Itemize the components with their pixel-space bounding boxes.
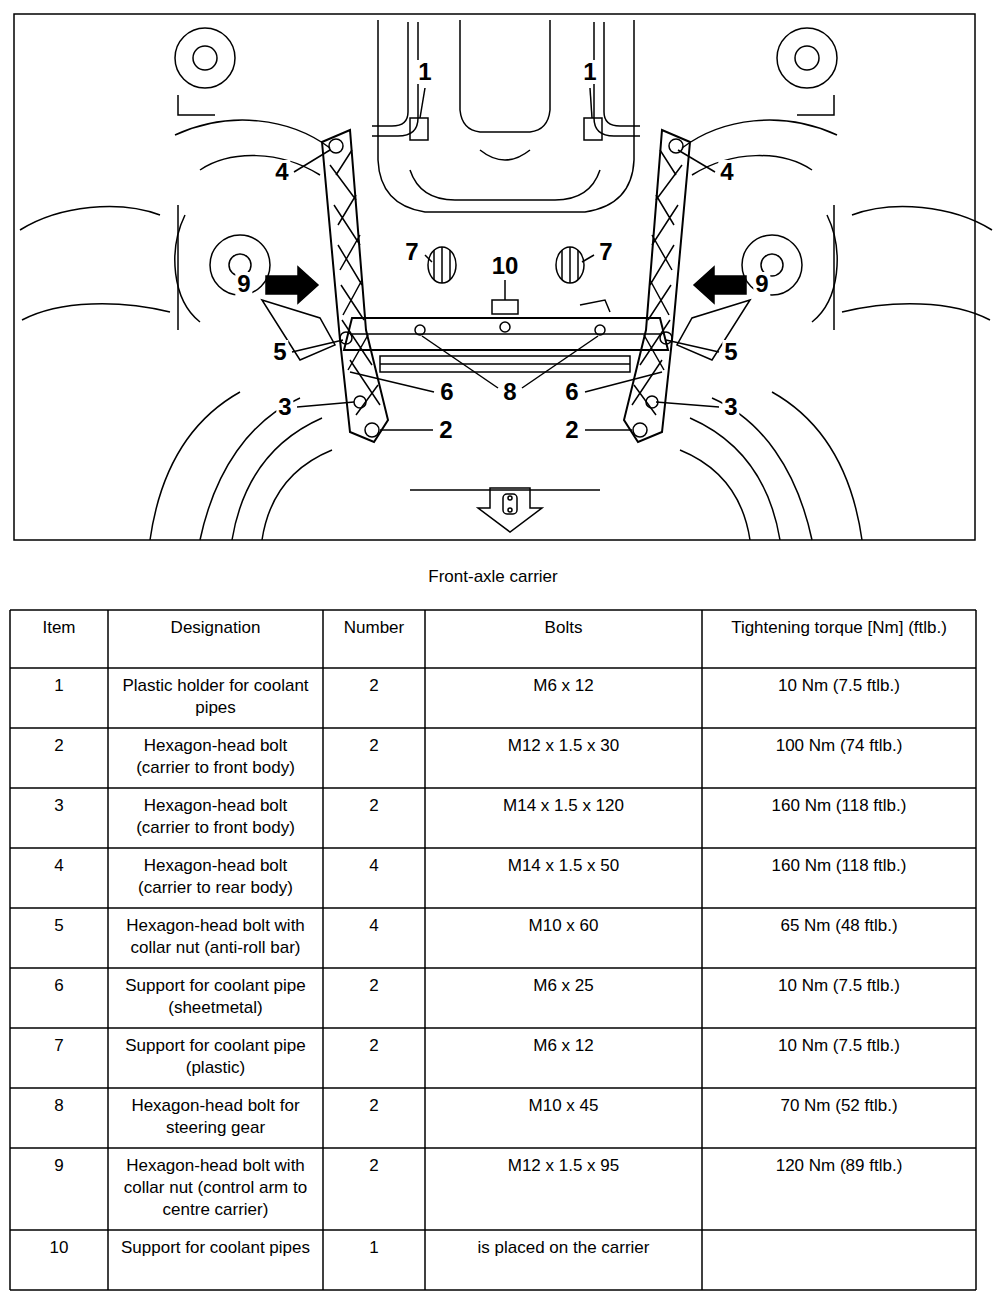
table-rule: [10, 847, 976, 849]
callout-number: 3: [722, 395, 739, 419]
table-cell: M6 x 25: [434, 975, 694, 997]
table-cell: 2: [327, 1095, 422, 1117]
table-cell: M14 x 1.5 x 50: [434, 855, 694, 877]
table-cell: 1: [327, 1237, 422, 1259]
table-cell: 65 Nm (48 ftlb.): [729, 915, 949, 937]
callout-number: 8: [501, 380, 518, 404]
callout-number: 4: [273, 160, 290, 184]
table-cell: 2: [327, 1155, 422, 1177]
table-cell: M12 x 1.5 x 95: [434, 1155, 694, 1177]
table-cell: 9: [14, 1155, 104, 1177]
callout-number: 2: [437, 418, 454, 442]
table-cell: 4: [14, 855, 104, 877]
callout-number: 5: [271, 340, 288, 364]
table-rule: [424, 610, 426, 1290]
table-rule: [10, 787, 976, 789]
callout-number: 3: [276, 395, 293, 419]
table-cell: 10 Nm (7.5 ftlb.): [729, 1035, 949, 1057]
table-header: Bolts: [434, 617, 694, 639]
table-cell: 10 Nm (7.5 ftlb.): [729, 975, 949, 997]
table-cell: 120 Nm (89 ftlb.): [729, 1155, 949, 1177]
table-cell: 160 Nm (118 ftlb.): [729, 855, 949, 877]
table-rule: [9, 610, 11, 1290]
table-cell: M14 x 1.5 x 120: [434, 795, 694, 817]
table-rule: [107, 610, 109, 1290]
table-rule: [322, 610, 324, 1290]
table-rule: [975, 610, 977, 1290]
table-rule: [10, 727, 976, 729]
table-rule: [10, 667, 976, 669]
table-cell: 2: [327, 675, 422, 697]
callout-number: 9: [235, 272, 252, 296]
figure-caption: Front-axle carrier: [428, 567, 557, 587]
table-cell: 6: [14, 975, 104, 997]
table-rule: [10, 1027, 976, 1029]
table-cell: M12 x 1.5 x 30: [434, 735, 694, 757]
table-rule: [10, 907, 976, 909]
table-cell: 2: [14, 735, 104, 757]
callout-number: 1: [416, 60, 433, 84]
table-cell: 160 Nm (118 ftlb.): [729, 795, 949, 817]
table-cell: 8: [14, 1095, 104, 1117]
table-cell: M10 x 45: [434, 1095, 694, 1117]
table-rule: [10, 1087, 976, 1089]
table-cell: Support for coolant pipe (plastic): [116, 1035, 316, 1079]
callout-number: 6: [563, 380, 580, 404]
table-rule: [10, 1147, 976, 1149]
table-cell: 2: [327, 1035, 422, 1057]
table-header: Item: [14, 617, 104, 639]
callout-number: 6: [438, 380, 455, 404]
table-cell: Hexagon-head bolt (carrier to front body…: [116, 735, 316, 779]
table-cell: Support for coolant pipes: [116, 1237, 316, 1259]
table-cell: Hexagon-head bolt for steering gear: [116, 1095, 316, 1139]
table-rule: [10, 967, 976, 969]
table-header: Designation: [116, 617, 316, 639]
table-rule: [10, 1289, 976, 1291]
table-cell: Hexagon-head bolt with collar nut (anti-…: [116, 915, 316, 959]
table-cell: Support for coolant pipe (sheetmetal): [116, 975, 316, 1019]
table-cell: 4: [327, 915, 422, 937]
table-cell: 5: [14, 915, 104, 937]
table-cell: M6 x 12: [434, 1035, 694, 1057]
callout-number: 10: [490, 254, 521, 278]
table-rule: [701, 610, 703, 1290]
table-cell: 10: [14, 1237, 104, 1259]
table-cell: is placed on the carrier: [434, 1237, 694, 1259]
table-cell: Hexagon-head bolt (carrier to rear body): [116, 855, 316, 899]
table-cell: 7: [14, 1035, 104, 1057]
table-cell: M6 x 12: [434, 675, 694, 697]
table-cell: 3: [14, 795, 104, 817]
table-header: Number: [327, 617, 422, 639]
table-cell: 2: [327, 735, 422, 757]
callout-number: 2: [563, 418, 580, 442]
callout-number: 7: [403, 240, 420, 264]
callout-number: 4: [718, 160, 735, 184]
table-cell: 2: [327, 975, 422, 997]
table-cell: 1: [14, 675, 104, 697]
table-rule: [10, 609, 976, 611]
table-cell: 70 Nm (52 ftlb.): [729, 1095, 949, 1117]
table-rule: [10, 1229, 976, 1231]
table-cell: M10 x 60: [434, 915, 694, 937]
table-cell: Plastic holder for coolant pipes: [116, 675, 316, 719]
callout-number: 9: [753, 272, 770, 296]
table-cell: 4: [327, 855, 422, 877]
callout-number: 1: [581, 60, 598, 84]
table-cell: 2: [327, 795, 422, 817]
table-cell: 100 Nm (74 ftlb.): [729, 735, 949, 757]
callout-number: 7: [597, 240, 614, 264]
callout-number: 5: [722, 340, 739, 364]
table-header: Tightening torque [Nm] (ftlb.): [729, 617, 949, 639]
table-cell: 10 Nm (7.5 ftlb.): [729, 675, 949, 697]
table-cell: Hexagon-head bolt (carrier to front body…: [116, 795, 316, 839]
table-cell: Hexagon-head bolt with collar nut (contr…: [116, 1155, 316, 1221]
